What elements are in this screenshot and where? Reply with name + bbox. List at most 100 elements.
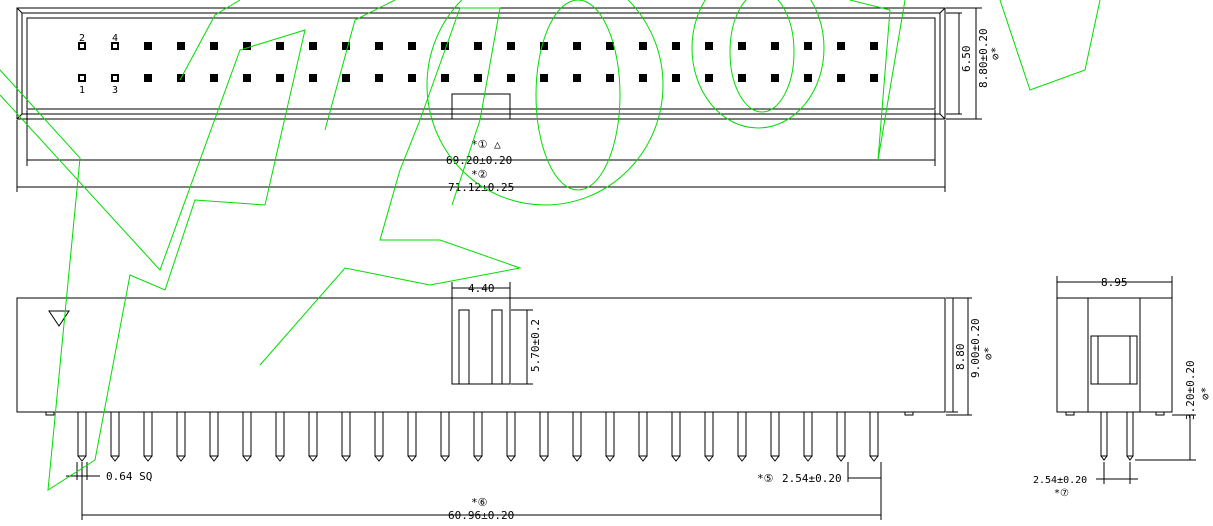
top-pin — [540, 74, 548, 82]
dim-pitch-marker: *⑤ — [757, 472, 774, 485]
top-pin — [210, 74, 218, 82]
top-pin — [672, 42, 680, 50]
front-pin-tip — [242, 455, 252, 462]
front-pin — [341, 411, 351, 457]
front-pin-tip — [440, 455, 450, 462]
front-pin — [440, 411, 450, 457]
side-body-outline — [1056, 297, 1173, 413]
top-view: 2 4 1 3 *① △ 69.20±0.20 *② 71.12±0.25 6.… — [16, 7, 1002, 194]
top-pin — [474, 74, 482, 82]
top-pin — [639, 42, 647, 50]
front-pin-tip — [869, 455, 879, 462]
side-view: 8.95 3.20±0.20 ⊘* 2.54±0.20 *⑦ — [1033, 276, 1212, 499]
top-pin — [408, 74, 416, 82]
top-pin — [276, 42, 284, 50]
front-pin — [572, 411, 582, 457]
pin-label-4: 4 — [112, 33, 118, 44]
front-body-outline — [16, 297, 946, 413]
front-pin-tip — [803, 455, 813, 462]
front-pin-row — [77, 411, 879, 462]
top-pin-hollow — [80, 44, 84, 48]
front-pin — [638, 411, 648, 457]
dim-height-marker: ⊘* — [989, 47, 1002, 60]
front-pin-tip — [572, 455, 582, 462]
dim-slot-height: 5.70±0.2 — [529, 319, 542, 372]
front-pin-tip — [77, 455, 87, 462]
top-pin — [738, 42, 746, 50]
dim-slot-width: 4.40 — [468, 282, 495, 295]
top-cavity — [26, 17, 936, 110]
front-pin — [143, 411, 153, 457]
front-pin-tip — [407, 455, 417, 462]
top-pin — [672, 74, 680, 82]
side-dim-width: 8.95 — [1101, 276, 1128, 289]
side-dim-tail-marker: ⊘* — [1199, 387, 1212, 400]
front-pin-tip — [275, 455, 285, 462]
front-pin-tip — [143, 455, 153, 462]
front-pin-tip — [308, 455, 318, 462]
top-pin-hollow — [113, 76, 117, 80]
side-dim-row-marker: *⑦ — [1054, 488, 1069, 499]
front-pin — [407, 411, 417, 457]
front-pin — [176, 411, 186, 457]
front-pin — [704, 411, 714, 457]
top-pin — [210, 42, 218, 50]
top-pin — [474, 42, 482, 50]
top-pin — [573, 42, 581, 50]
top-outer-outline — [16, 7, 946, 120]
top-pin — [606, 74, 614, 82]
dim-height: 8.80±0.20 — [977, 28, 990, 88]
top-pin — [507, 74, 515, 82]
front-slot — [451, 297, 511, 385]
front-pin — [506, 411, 516, 457]
top-inner-wall — [21, 12, 941, 115]
front-pin-tip — [539, 455, 549, 462]
front-pin-tip — [605, 455, 615, 462]
top-pin — [441, 74, 449, 82]
front-view: 4.40 5.70±0.2 8.80 9.00±0.20 ⊘* 0.64 SQ … — [16, 282, 995, 522]
front-pin — [803, 411, 813, 457]
dim-pin-span-marker: *⑥ — [471, 496, 488, 509]
top-pin — [705, 42, 713, 50]
top-pin — [837, 42, 845, 50]
top-pin — [408, 42, 416, 50]
top-pin — [705, 74, 713, 82]
front-pin-tip — [506, 455, 516, 462]
side-dim-row-pitch: 2.54±0.20 — [1033, 475, 1087, 486]
top-pin — [639, 74, 647, 82]
dim-inner-marker: *① △ — [471, 138, 501, 151]
top-pin — [309, 42, 317, 50]
top-pin — [375, 74, 383, 82]
top-pin — [870, 74, 878, 82]
front-pin-tip — [473, 455, 483, 462]
top-pin-hollow — [80, 76, 84, 80]
dim-pin-size: 0.64 SQ — [106, 470, 152, 483]
front-pin-tip — [110, 455, 120, 462]
top-pin — [144, 74, 152, 82]
pin-label-2: 2 — [79, 33, 85, 44]
pin1-triangle-marker — [48, 310, 70, 327]
top-pin — [276, 74, 284, 82]
front-pin-tip — [341, 455, 351, 462]
pin-label-1: 1 — [79, 85, 85, 96]
front-pin — [605, 411, 615, 457]
top-pin — [309, 74, 317, 82]
front-pin-tip — [770, 455, 780, 462]
front-pin — [836, 411, 846, 457]
dim-depth: 6.50 — [960, 46, 973, 73]
top-pin — [573, 74, 581, 82]
top-pin — [738, 74, 746, 82]
dim-body-height: 8.80 — [954, 344, 967, 371]
dim-outer-width: 71.12±0.25 — [448, 181, 514, 194]
pin-label-3: 3 — [112, 85, 118, 96]
dim-total-marker: ⊘* — [982, 347, 995, 360]
front-pin-tip — [704, 455, 714, 462]
front-pin-tip — [737, 455, 747, 462]
dim-total-height: 9.00±0.20 — [969, 318, 982, 378]
watermark-logo — [0, 0, 1101, 491]
dim-outer-marker: *② — [471, 168, 488, 181]
top-pin — [870, 42, 878, 50]
top-pin — [342, 42, 350, 50]
top-pin-grid — [78, 42, 878, 82]
